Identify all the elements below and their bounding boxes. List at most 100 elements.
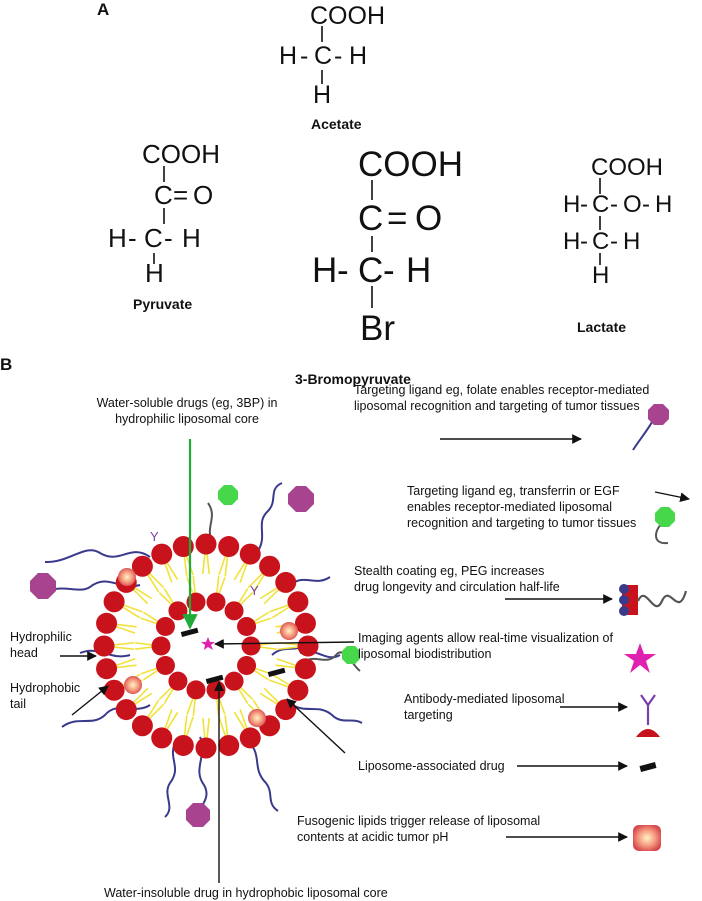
lipid-head — [155, 656, 175, 676]
pyruvate-h-bottom: H — [145, 258, 164, 288]
svg-text:-: - — [642, 191, 650, 218]
annotation-hydrophilic-head: Hydrophilic head — [10, 630, 72, 660]
acetate-h-left: H — [279, 42, 297, 70]
lipid-head — [103, 679, 125, 701]
lipid-head — [218, 536, 240, 558]
lipid-head — [297, 635, 319, 657]
lipid-head — [294, 658, 316, 680]
acetate-h-right: H — [349, 42, 367, 70]
pyruvate-cooh: COOH — [142, 139, 220, 169]
svg-text:-: - — [128, 223, 137, 253]
pyruvate-o: O — [193, 180, 213, 210]
lipid-head — [96, 658, 118, 680]
imaging-star-icon — [201, 637, 215, 650]
drug-bar-icon — [267, 667, 286, 677]
lipid-head — [195, 533, 217, 555]
bromopyruvate-name: 3-Bromopyruvate — [295, 371, 411, 387]
bromopyruvate-structure: COOH C = O H - C - H Br — [312, 145, 463, 348]
fusogenic-lipid-icon — [280, 622, 298, 640]
antibody-icon: Y — [250, 583, 259, 598]
lipid-head — [218, 734, 240, 756]
svg-text:-: - — [300, 42, 308, 70]
lipid-head — [206, 592, 226, 612]
legend-folate — [632, 404, 669, 451]
svg-text:=: = — [387, 199, 407, 238]
bromopyruvate-o: O — [415, 199, 442, 238]
svg-text:=: = — [173, 180, 188, 210]
lipid-head — [224, 601, 244, 621]
lactate-h-oh: H — [655, 191, 672, 218]
lactate-c2: C — [592, 228, 609, 255]
lipid-head — [224, 671, 244, 691]
lactate-h-bottom: H — [592, 262, 609, 289]
lactate-name: Lactate — [577, 319, 627, 335]
fusogenic-lipid-icon — [248, 709, 266, 727]
pyruvate-h-left: H — [108, 223, 127, 253]
bromopyruvate-cooh: COOH — [358, 145, 463, 184]
fusogenic-lipid-icon — [118, 568, 136, 586]
folate-ligand-icon — [186, 803, 210, 827]
fusogenic-lipid-icon — [633, 825, 661, 851]
panel-a-label: A — [97, 0, 110, 19]
lipid-head — [259, 555, 281, 577]
lipid-head — [151, 543, 173, 565]
lipid-head — [168, 671, 188, 691]
pyruvate-c2: C — [144, 223, 163, 253]
annotation-peg: Stealth coating eg, PEG increases drug l… — [354, 564, 560, 594]
lipid-head — [115, 699, 137, 721]
lipid-head — [287, 679, 309, 701]
annotation-water-soluble: Water-soluble drugs (eg, 3BP) in hydroph… — [96, 396, 278, 426]
acetate-name: Acetate — [311, 116, 362, 132]
lactate-structure: COOH H - C - O - H H - C - H H — [563, 154, 672, 289]
bromopyruvate-h-right: H — [406, 251, 431, 290]
bromopyruvate-h-left: H — [312, 251, 337, 290]
folate-ligand-icon — [30, 573, 56, 599]
panel-b-label: B — [0, 355, 13, 374]
annotation-imaging: Imaging agents allow real-time visualiza… — [358, 631, 613, 661]
lipid-head — [93, 635, 115, 657]
lipid-head — [239, 543, 261, 565]
lipid-head — [103, 591, 125, 613]
lipid-head — [237, 656, 257, 676]
lipid-head — [275, 571, 297, 593]
imaging-star-icon — [624, 643, 656, 673]
antibody-icon — [636, 694, 660, 737]
acetate-c: C — [314, 42, 332, 70]
lipid-head — [275, 699, 297, 721]
drug-bar-icon — [180, 627, 199, 637]
panel-a-structures: A COOH H - C - H H — [0, 0, 702, 390]
lipid-head — [195, 737, 217, 759]
annotation-associated-drug: Liposome-associated drug — [358, 759, 505, 773]
svg-text:-: - — [164, 223, 173, 253]
lactate-c1: C — [592, 191, 609, 218]
lipid-head — [96, 612, 118, 634]
lipid-head — [186, 592, 206, 612]
annotation-folate: Targeting ligand eg, folate enables rece… — [354, 383, 650, 413]
lipid-head — [168, 601, 188, 621]
pyruvate-structure: COOH C = O H - C - H H — [108, 139, 220, 288]
lactate-h-right: H — [623, 228, 640, 255]
lipid-head — [287, 591, 309, 613]
lipid-head — [155, 616, 175, 636]
drug-bar-icon — [205, 674, 224, 684]
structures-svg: COOH H - C - H H COOH C = O H - C - H H … — [108, 2, 672, 348]
bromopyruvate-br: Br — [360, 309, 395, 348]
pyruvate-name: Pyruvate — [133, 296, 193, 312]
lipid-heads — [93, 533, 319, 759]
svg-text:-: - — [610, 228, 618, 255]
lactate-cooh: COOH — [591, 154, 663, 181]
lipid-head — [151, 636, 171, 656]
pyruvate-c1: C — [154, 180, 173, 210]
fusogenic-lipid-icon — [124, 676, 142, 694]
drug-bar-icon — [639, 762, 657, 772]
lactate-h-left2: H — [563, 228, 580, 255]
folate-ligand-icon — [648, 404, 669, 425]
lipid-head — [151, 727, 173, 749]
annotation-transferrin: Targeting ligand eg, transferrin or EGF … — [407, 484, 637, 530]
acetate-structure: COOH H - C - H H — [279, 2, 385, 109]
annotation-antibody: Antibody-mediated liposomal targeting — [404, 692, 565, 722]
acetate-cooh: COOH — [310, 2, 385, 30]
transferrin-ligand-icon — [655, 507, 675, 527]
lipid-head — [237, 616, 257, 636]
antibody-icon: Y — [150, 529, 159, 544]
